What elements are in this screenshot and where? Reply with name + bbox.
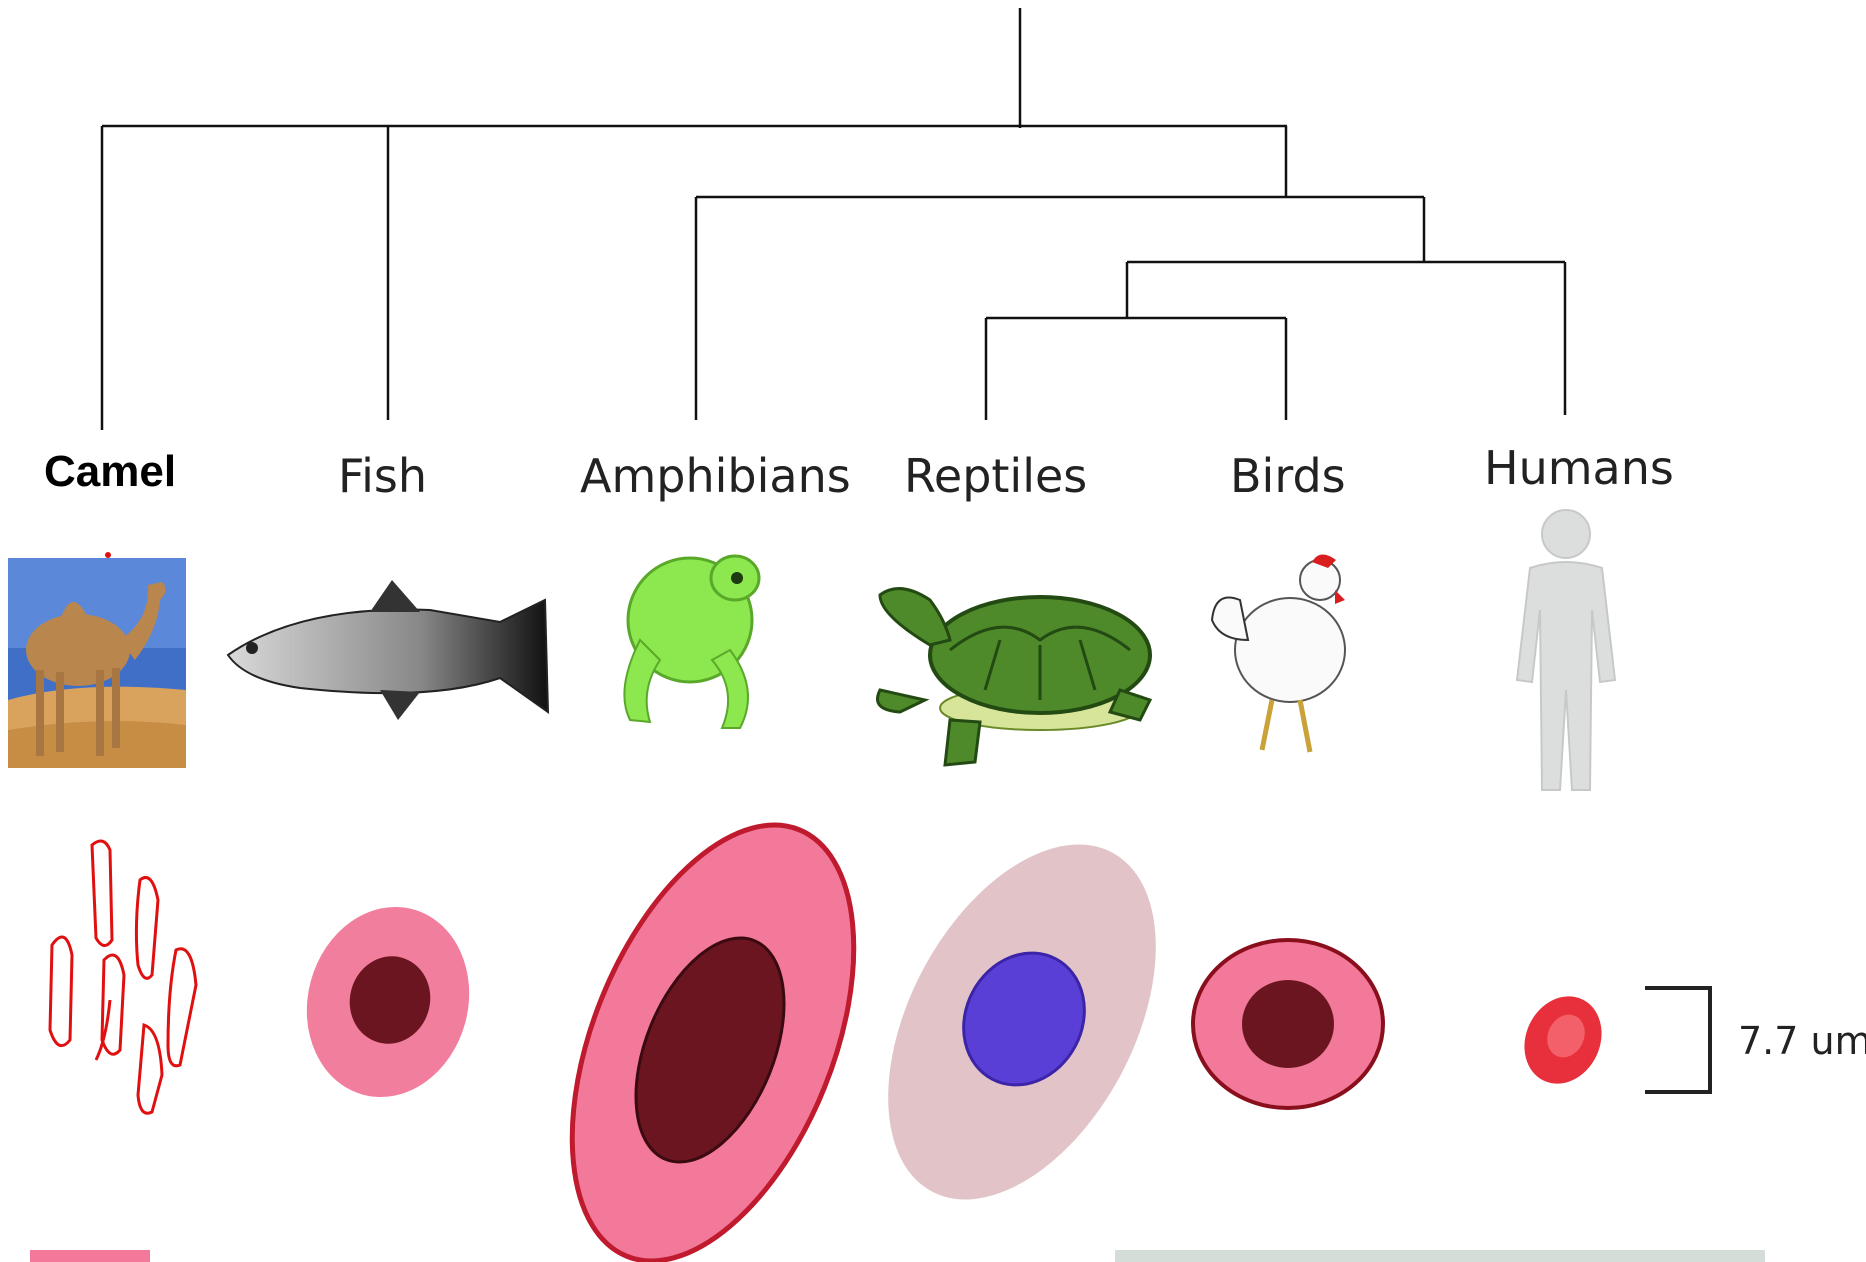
legend-swatch-pink [30,1250,150,1262]
scale-bar-label: 7.7 um [1738,1019,1866,1063]
bird-red-blood-cell [1193,940,1383,1108]
reptile-red-blood-cell [833,800,1211,1244]
fish-icon [228,580,548,720]
fish-red-blood-cell [286,889,490,1116]
label-reptiles: Reptiles [904,449,1087,503]
label-humans: Humans [1484,441,1674,495]
human-red-blood-cell [1510,984,1615,1097]
label-amphibians: Amphibians [580,449,851,503]
camel-photo [8,558,186,768]
turtle-icon [878,589,1151,765]
label-birds: Birds [1230,449,1346,503]
label-fish: Fish [338,449,427,503]
chicken-icon [1212,554,1345,752]
phylogenetic-tree [102,8,1565,430]
amphibian-red-blood-cell [516,785,911,1262]
label-camel: Camel [44,447,176,496]
human-silhouette-icon [1517,510,1615,790]
legend-bar-gray [1115,1250,1765,1262]
scale-bar: 7.7 um [1645,988,1866,1092]
frog-icon [624,556,759,728]
